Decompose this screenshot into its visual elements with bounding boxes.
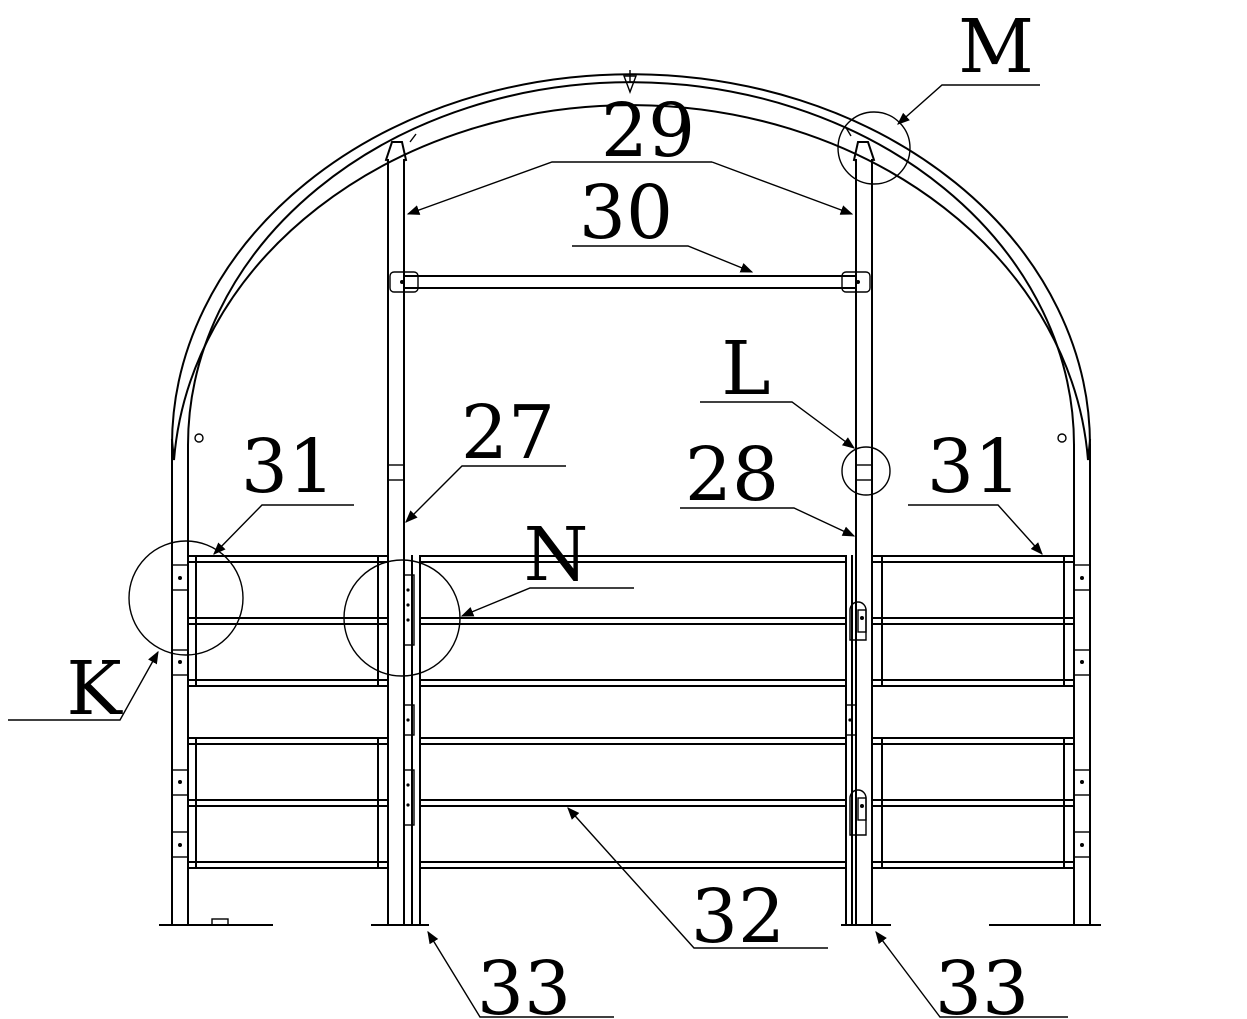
label-m: M xyxy=(958,4,1034,90)
label-32: 32 xyxy=(691,874,785,960)
label-30: 30 xyxy=(579,170,673,256)
label-31-right: 31 xyxy=(927,424,1021,510)
arch xyxy=(170,70,1092,461)
label-33-left: 33 xyxy=(477,946,571,1019)
label-n: N xyxy=(524,512,589,598)
label-k: K xyxy=(66,646,123,732)
leader-lines xyxy=(8,84,1068,1018)
detail-circle-m xyxy=(837,111,911,185)
center-frame xyxy=(403,555,867,926)
right-shelf xyxy=(871,555,1075,869)
label-27: 27 xyxy=(461,390,555,476)
label-31-left: 31 xyxy=(241,424,335,510)
detail-circle-l xyxy=(841,446,891,496)
detail-circle-n xyxy=(343,559,461,677)
label-29: 29 xyxy=(601,88,695,174)
label-l: L xyxy=(721,326,770,412)
cross-bar xyxy=(389,271,871,293)
labels: M 29 30 L 27 31 28 31 N K 32 33 33 xyxy=(66,4,1034,1019)
detail-circles xyxy=(128,111,911,677)
label-28: 28 xyxy=(685,432,779,518)
left-shelf xyxy=(187,555,389,869)
label-33-right: 33 xyxy=(935,946,1029,1019)
detail-circle-k xyxy=(128,540,244,656)
